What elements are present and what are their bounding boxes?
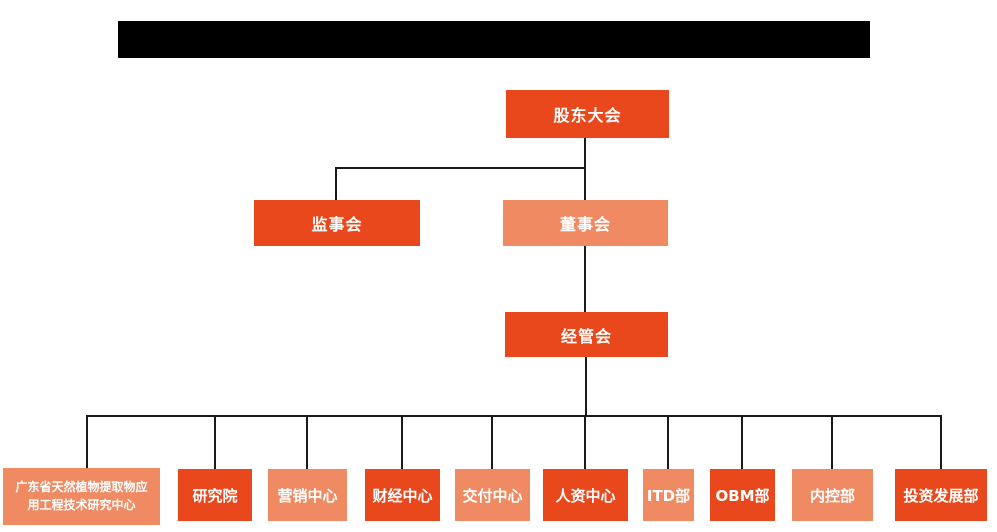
node-management-committee: 经管会 — [505, 312, 668, 357]
node-internal-control-dept: 内控部 — [792, 469, 873, 521]
connector-drop-obm-dept — [741, 415, 743, 469]
node-obm-dept: OBM部 — [710, 469, 775, 521]
node-delivery-center: 交付中心 — [455, 469, 530, 521]
node-hr-center: 人资中心 — [543, 469, 628, 521]
connector-drop-itd-dept — [667, 415, 669, 469]
node-marketing-center: 营销中心 — [268, 469, 347, 521]
connector-drop-research-center — [86, 415, 88, 469]
node-finance-center: 财经中心 — [365, 469, 440, 521]
connector-drop-finance-center — [401, 415, 403, 469]
node-itd-dept: ITD部 — [643, 469, 694, 521]
connector-drop-research-institute — [214, 415, 216, 469]
connector-drop-delivery-center — [491, 415, 493, 469]
redacted-title-bar — [118, 21, 870, 58]
connector-bottom-branch — [86, 415, 942, 417]
connector-drop-investment-development-dept — [940, 415, 942, 469]
connector-drop-internal-control-dept — [831, 415, 833, 469]
connector-drop-marketing-center — [306, 415, 308, 469]
connector-drop-hr-center — [584, 415, 586, 469]
node-research-institute: 研究院 — [178, 469, 252, 521]
node-shareholders-meeting: 股东大会 — [506, 90, 669, 138]
node-board-of-directors: 董事会 — [503, 200, 668, 246]
connector-supervisory-drop — [335, 167, 337, 200]
connector-level2-branch — [335, 167, 586, 169]
connector-management-down — [585, 357, 587, 416]
node-guangdong-plant-extract-research-center: 广东省天然植物提取物应用工程技术研究中心 — [3, 468, 160, 525]
node-investment-development-dept: 投资发展部 — [895, 469, 987, 521]
node-supervisory-board: 监事会 — [254, 200, 420, 246]
connector-root-to-level2 — [584, 138, 586, 200]
connector-directors-to-management — [584, 246, 586, 312]
